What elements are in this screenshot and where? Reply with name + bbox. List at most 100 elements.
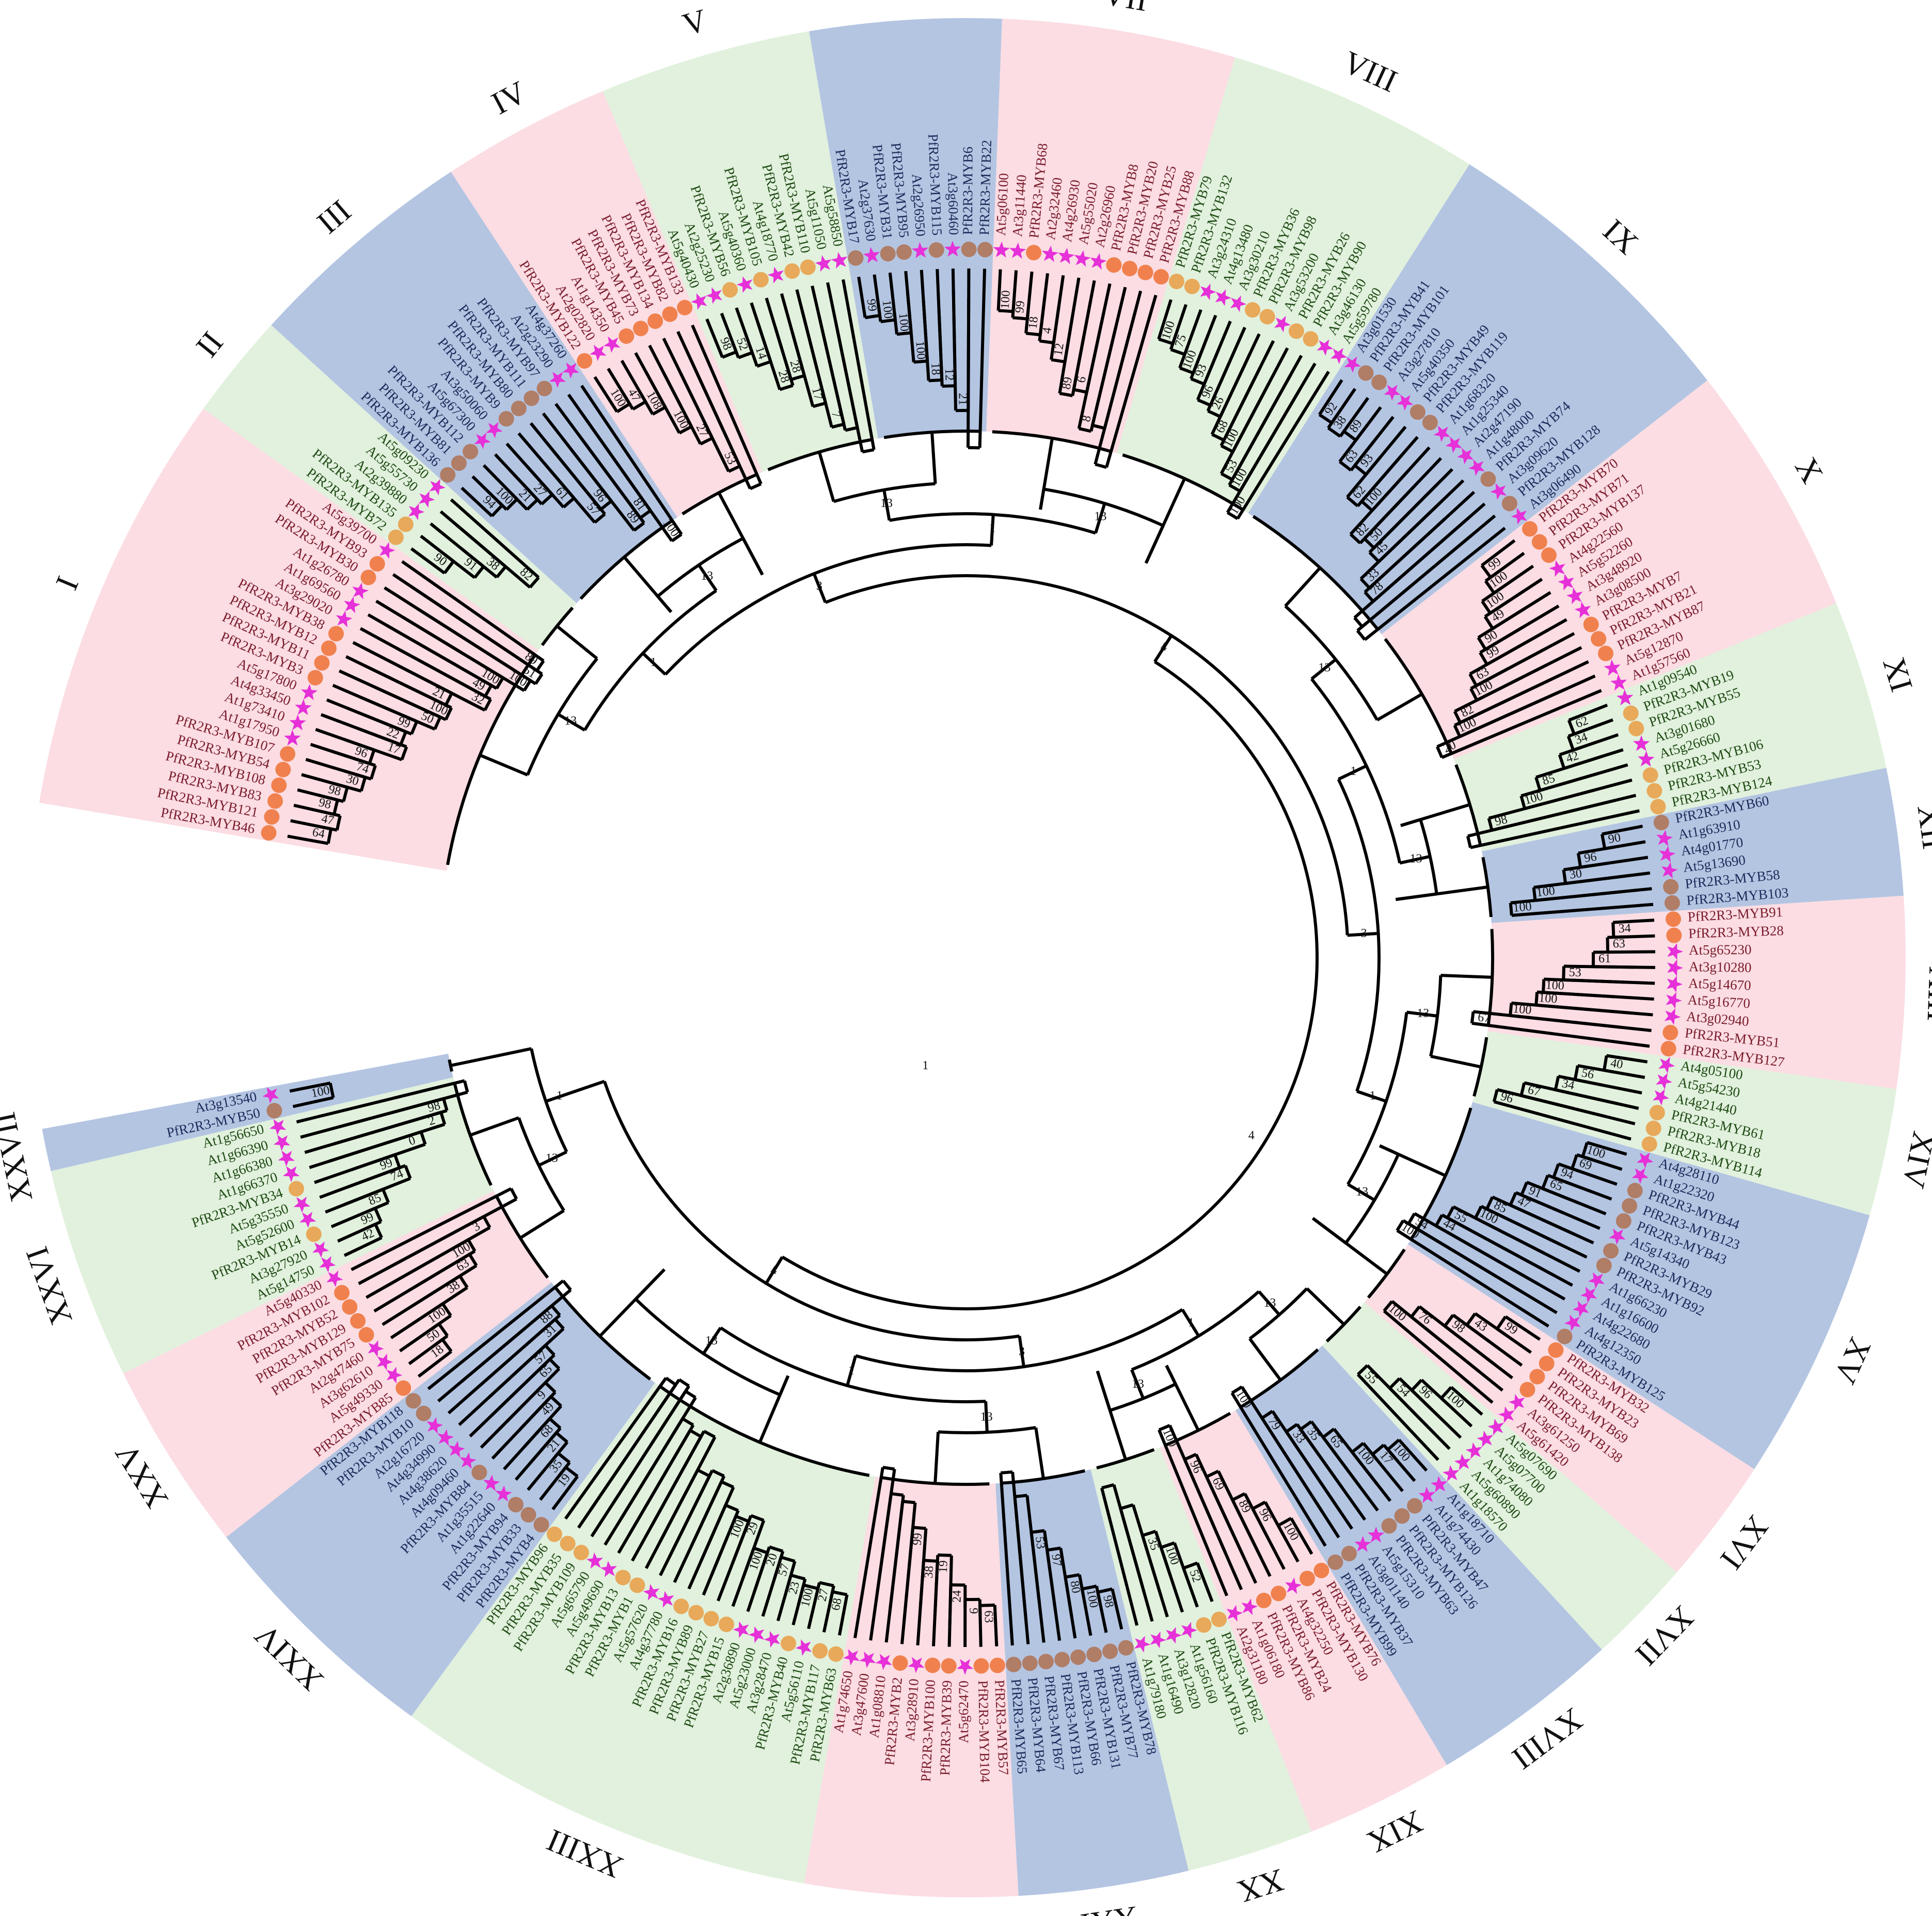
internal-branch: [828, 1585, 835, 1604]
arabidopsis-star-marker: [448, 1440, 465, 1458]
tip-branch: [325, 1203, 345, 1214]
backbone-branch: [1406, 1010, 1438, 1018]
leaf-label: At5g14670: [1688, 975, 1752, 993]
arabidopsis-star-marker: [474, 433, 491, 449]
internal-branch: [1290, 1517, 1303, 1537]
tip-branch: [517, 432, 546, 465]
bootstrap-value: 40: [1609, 1056, 1624, 1072]
internal-branch: [407, 1249, 476, 1293]
internal-branch: [1094, 310, 1137, 465]
bootstrap-value: 27: [815, 1588, 831, 1603]
clade-label: XX: [1234, 1862, 1289, 1909]
internal-branch: [699, 1486, 735, 1562]
tip-branch: [936, 269, 941, 309]
perilla-circle-marker: [1102, 1643, 1118, 1659]
tip-branch: [408, 1344, 434, 1365]
clade-sector: [1453, 603, 1887, 851]
backbone-branch: [538, 1150, 567, 1167]
arabidopsis-star-marker: [1468, 459, 1485, 476]
tip-branch: [1146, 294, 1158, 325]
internal-branch: [952, 289, 958, 411]
clade-stem: [1430, 1054, 1482, 1069]
perilla-circle-marker: [1341, 1546, 1357, 1562]
internal-branch: [933, 1561, 939, 1617]
perilla-circle-marker: [1407, 1498, 1423, 1514]
internal-branch: [685, 350, 752, 489]
internal-arc: [534, 673, 544, 685]
tip-branch: [590, 1502, 614, 1538]
internal-branch: [432, 1334, 449, 1348]
tip-branch: [1343, 397, 1370, 431]
internal-branch: [526, 465, 565, 509]
internal-branch: [364, 1220, 382, 1230]
internal-branch: [1521, 771, 1600, 798]
internal-branch: [328, 1122, 446, 1163]
internal-arc: [1509, 902, 1513, 916]
arabidopsis-star-marker: [1511, 508, 1527, 525]
arabidopsis-star-marker: [736, 276, 753, 293]
tip-branch: [947, 1626, 952, 1647]
tip-branch: [293, 803, 332, 816]
perilla-circle-marker: [892, 1655, 908, 1671]
clade-sector: [39, 408, 539, 871]
perilla-circle-marker: [941, 1658, 957, 1674]
internal-arc: [404, 1165, 412, 1179]
tip-branch: [1329, 379, 1343, 399]
arabidopsis-star-marker: [1274, 315, 1291, 332]
arabidopsis-star-marker: [336, 610, 353, 627]
internal-branch: [1481, 587, 1502, 603]
arabidopsis-star-marker: [1431, 1476, 1448, 1493]
internal-branch: [1189, 334, 1210, 379]
perilla-circle-marker: [1531, 534, 1547, 550]
backbone-branch: [545, 1209, 565, 1223]
tip-branch: [761, 1578, 776, 1617]
arabidopsis-star-marker: [859, 1651, 876, 1668]
clade-arc: [1410, 1107, 1472, 1240]
backbone-arc: [657, 536, 744, 598]
internal-branch: [1606, 1054, 1627, 1060]
arabidopsis-star-marker: [319, 1256, 336, 1273]
internal-branch: [338, 1090, 468, 1129]
bootstrap-value: 34: [1561, 1077, 1576, 1092]
perilla-circle-marker: [977, 242, 993, 258]
arabidopsis-star-marker: [368, 1340, 384, 1357]
tip-branch: [1545, 646, 1582, 667]
arabidopsis-star-marker: [1331, 347, 1348, 365]
internal-branch: [1488, 788, 1595, 820]
bootstrap-value: 68: [829, 1597, 845, 1612]
arabidopsis-star-marker: [386, 1367, 403, 1384]
internal-arc: [1031, 1529, 1045, 1534]
backbone-arc: [1043, 487, 1164, 527]
internal-branch: [731, 340, 740, 358]
internal-arc: [938, 1553, 952, 1557]
internal-branch: [431, 1314, 452, 1330]
arabidopsis-star-marker: [1580, 1286, 1597, 1303]
internal-branch: [967, 298, 971, 448]
internal-branch: [1011, 1471, 1028, 1624]
internal-branch: [518, 1391, 557, 1431]
perilla-circle-marker: [1627, 1183, 1643, 1199]
clade-label: IV: [486, 74, 532, 121]
tip-branch: [1603, 748, 1624, 758]
internal-branch: [893, 311, 899, 335]
backbone-branch: [990, 514, 995, 546]
tip-branch: [1522, 1326, 1541, 1341]
internal-branch: [1505, 1315, 1524, 1329]
tip-branch: [1547, 618, 1567, 631]
bootstrap-value: 100: [1512, 1002, 1532, 1017]
tip-branch: [791, 1604, 800, 1626]
backbone-branch: [1347, 1183, 1375, 1201]
bootstrap-value: 53: [1033, 1535, 1048, 1549]
perilla-circle-marker: [546, 1526, 562, 1542]
tip-branch: [1416, 1437, 1439, 1461]
internal-branch: [753, 1552, 769, 1593]
perilla-circle-marker: [440, 467, 456, 483]
backbone-branch: [765, 1256, 784, 1285]
perilla-circle-marker: [1422, 415, 1438, 431]
internal-branch: [457, 1279, 564, 1366]
internal-arc: [882, 1465, 895, 1471]
internal-branch: [455, 524, 531, 589]
internal-branch: [888, 1495, 905, 1613]
internal-branch: [1524, 1081, 1619, 1106]
tip-branch: [1264, 1533, 1286, 1570]
